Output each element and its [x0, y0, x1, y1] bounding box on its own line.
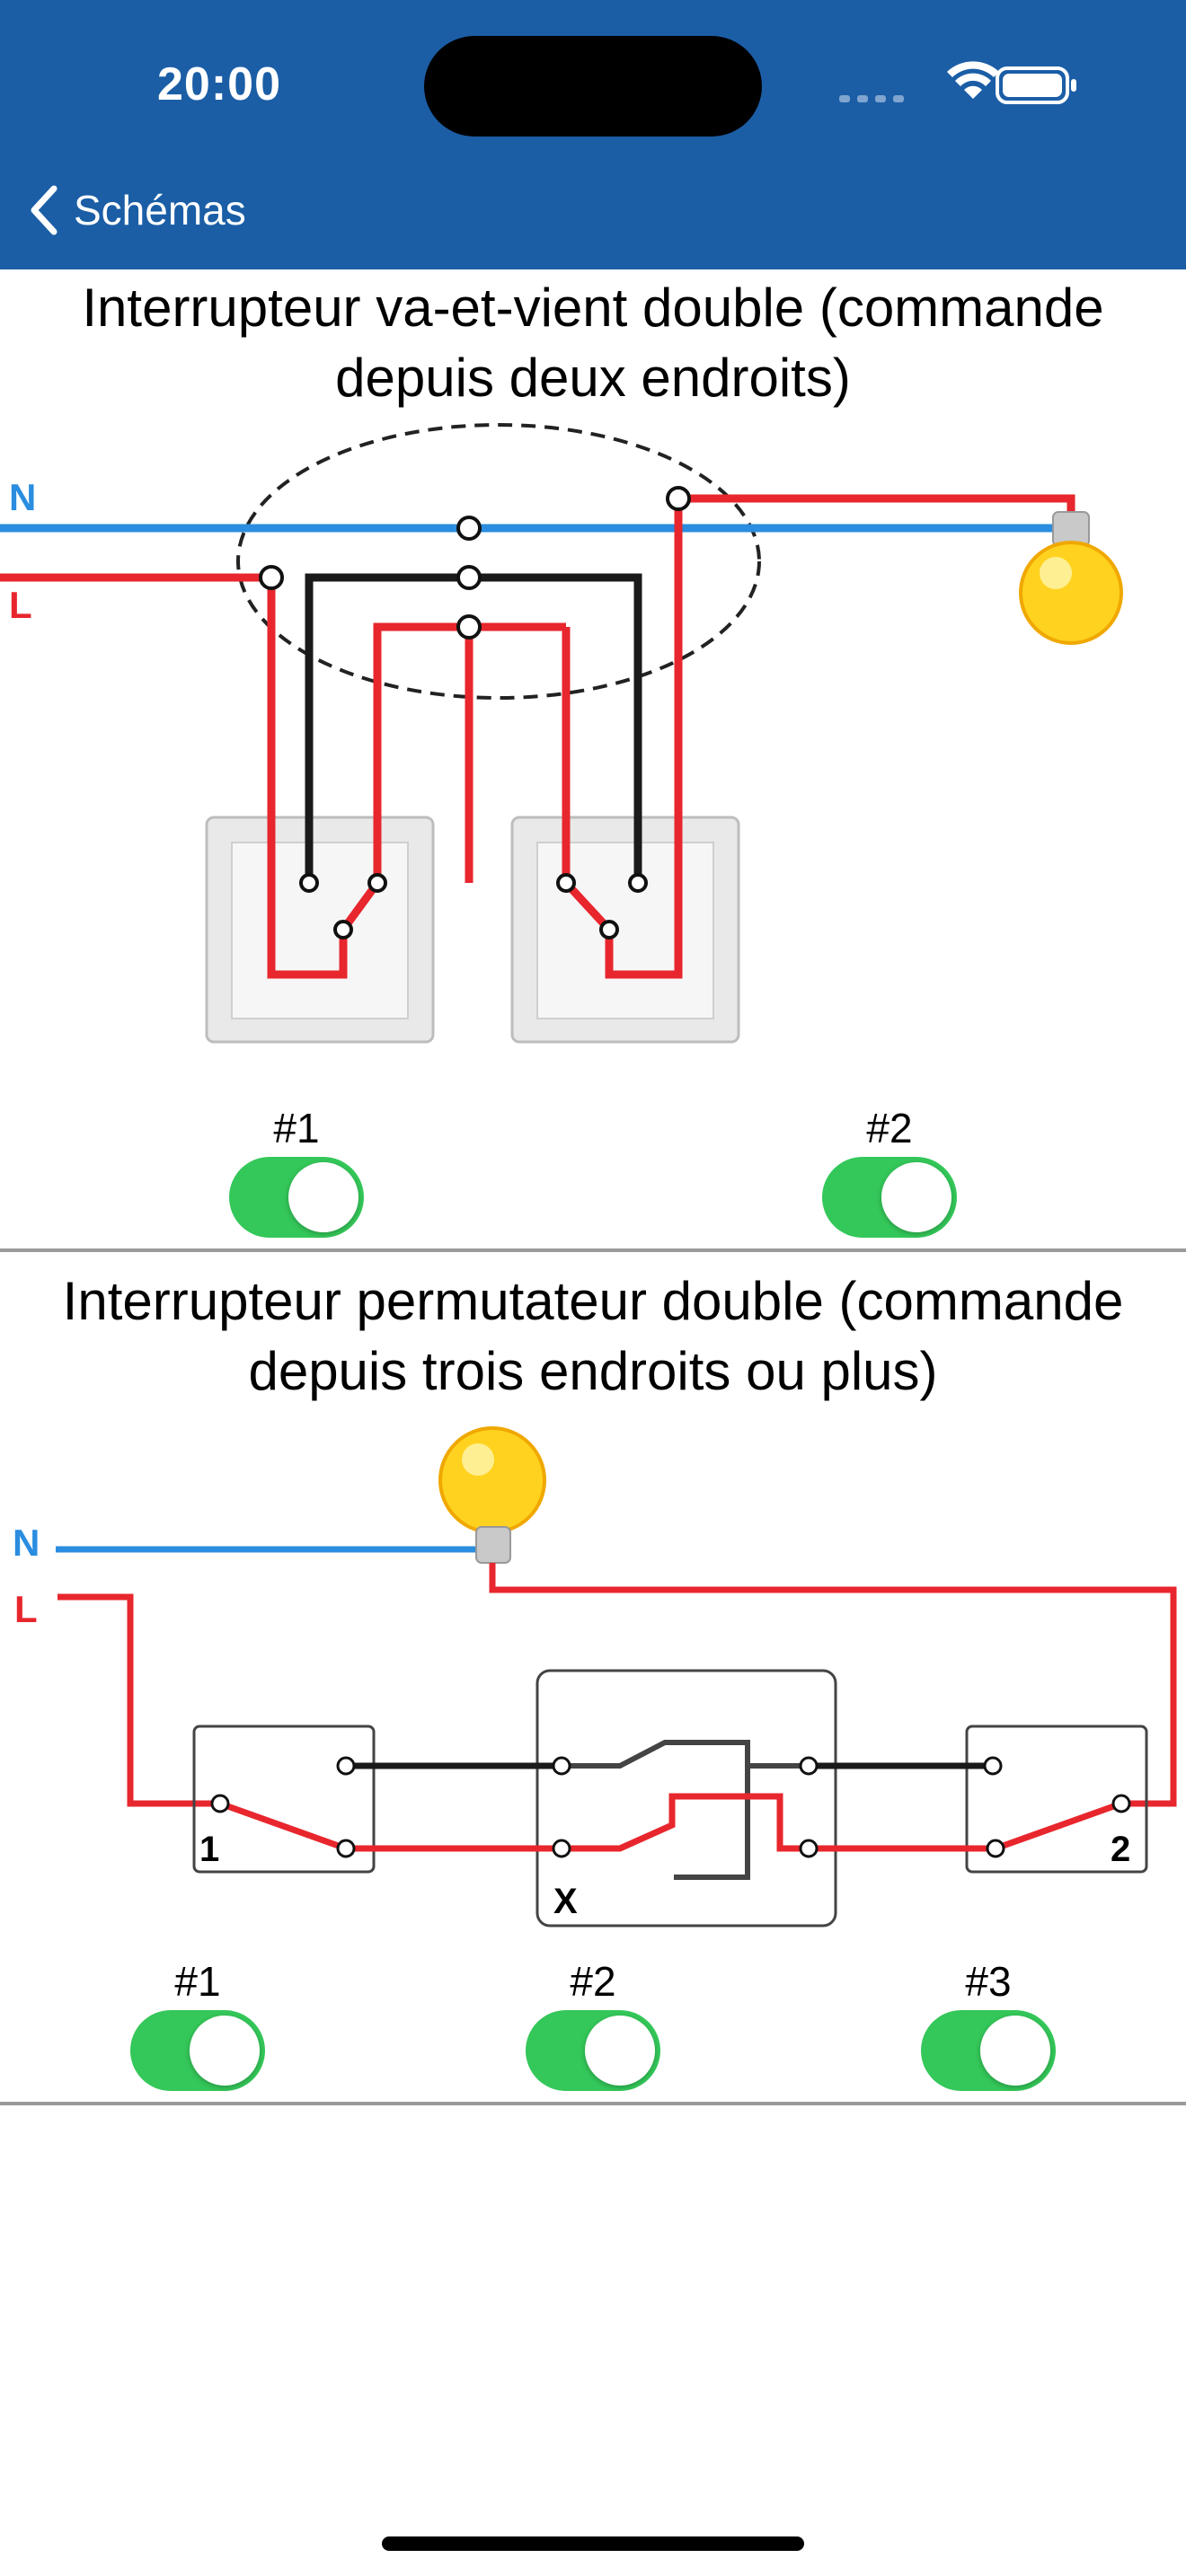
status-icons	[839, 61, 1076, 104]
section2-switch-2: #2	[512, 1956, 674, 2095]
signal-icon	[839, 95, 904, 102]
switch1-number: 1	[199, 1830, 219, 1869]
switch-box-1	[192, 1725, 376, 1874]
terminals	[210, 1756, 1131, 1858]
battery-icon	[996, 66, 1076, 104]
switch-plate-1	[205, 816, 435, 1044]
section1-title-line2: depuis deux endroits)	[335, 348, 851, 408]
home-indicator[interactable]	[382, 2536, 804, 2551]
section2-title-line2: depuis trois endroits ou plus)	[248, 1341, 938, 1401]
status-time: 20:00	[157, 58, 281, 110]
section2-title-line1: Interrupteur permutateur double (command…	[62, 1271, 1124, 1331]
two-way-switch-diagram: N L	[0, 423, 1123, 1044]
toggle-knob	[881, 1162, 951, 1232]
wire-traveler-red	[373, 622, 474, 883]
terminals	[259, 486, 691, 940]
toggle-knob	[190, 2016, 260, 2086]
switch-plate-2	[510, 816, 740, 1044]
switch-label: #1	[273, 1105, 320, 1151]
section-divider	[0, 2102, 1186, 2105]
live-wire	[58, 1593, 220, 1807]
chevron-left-icon	[31, 185, 58, 235]
toggle-switch[interactable]	[822, 1157, 957, 1238]
section2-switch-1: #1	[117, 1956, 279, 2095]
navigation-header: 20:00 Schémas	[0, 0, 1186, 269]
switch2-lever	[562, 879, 613, 933]
toggle-switch[interactable]	[229, 1157, 364, 1238]
switch-label: #2	[866, 1105, 913, 1151]
toggle-switch[interactable]	[526, 2010, 660, 2091]
live-label: L	[14, 1588, 38, 1630]
neutral-label: N	[13, 1522, 40, 1564]
section1-switch-1: #1	[216, 1103, 377, 1242]
section1-title-line1: Interrupteur va-et-vient double (command…	[82, 278, 1104, 338]
intermediate-switch-diagram: N L 1 X 2	[13, 1426, 1177, 1928]
section1-switch-2: #2	[809, 1103, 970, 1242]
toggle-knob	[585, 2016, 655, 2086]
wire-live-to-switch1	[267, 578, 348, 979]
neutral-label: N	[9, 476, 36, 518]
section2-switch-3: #3	[907, 1956, 1069, 2095]
lightbulb-icon	[1019, 511, 1123, 645]
toggle-switch[interactable]	[130, 2010, 265, 2091]
switch-label: #1	[174, 1958, 221, 2005]
dynamic-island	[424, 36, 762, 137]
lightbulb-icon	[438, 1426, 546, 1564]
junction-box	[236, 423, 761, 700]
toggle-knob	[980, 2016, 1050, 2086]
back-button[interactable]: Schémas	[27, 178, 246, 243]
wire-return-to-lamp	[605, 494, 1075, 979]
switch2-number: 2	[1111, 1830, 1130, 1869]
toggle-switch[interactable]	[921, 2010, 1056, 2091]
wifi-icon	[947, 61, 999, 99]
back-button-label: Schémas	[74, 187, 246, 234]
toggle-knob	[288, 1162, 358, 1232]
section2-title: Interrupteur permutateur double (command…	[0, 1266, 1186, 1407]
switch-label: #2	[570, 1958, 616, 2005]
switch-label: #3	[965, 1958, 1012, 2005]
section1-title: Interrupteur va-et-vient double (command…	[0, 273, 1186, 413]
switch-box-2	[965, 1725, 1148, 1874]
permutator-box	[535, 1669, 837, 1928]
section-divider	[0, 1248, 1186, 1252]
live-label: L	[9, 584, 32, 626]
wire-lamp-return	[489, 1563, 1177, 1807]
permutator-label: X	[553, 1882, 578, 1921]
